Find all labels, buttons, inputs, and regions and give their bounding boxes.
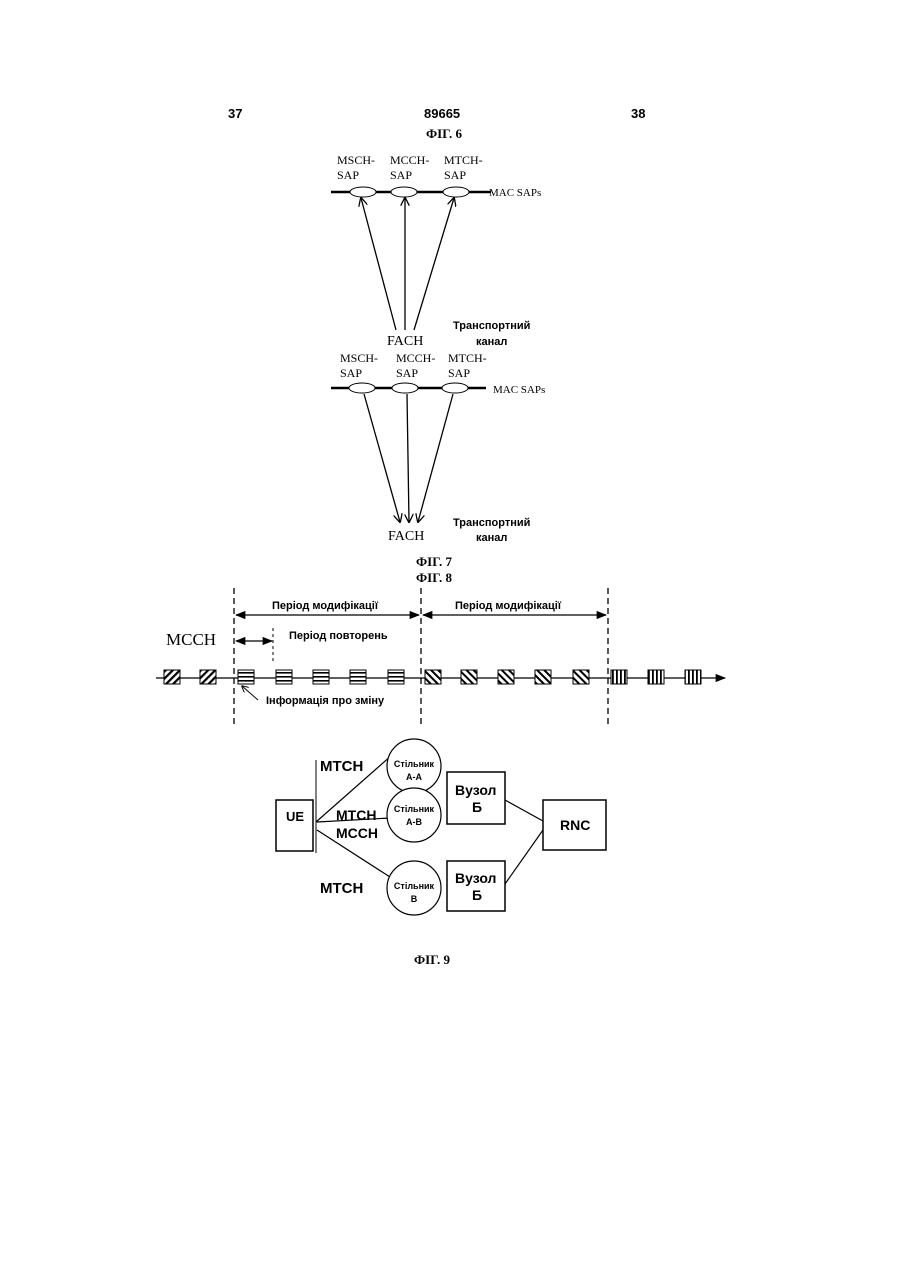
fig8-change-info-pointer [242,686,258,700]
fig8-block-old-1 [164,670,180,684]
fig8-block-old-2 [200,670,216,684]
fig7-mcch-sap-ellipse [392,383,418,393]
fig9-cell-aa-line1: Стільник [394,759,435,769]
fig8-block-new-2 [461,670,477,684]
fig8-block-next-3 [685,670,701,684]
fig9-node-top-line2: Б [472,799,482,815]
fig6-mtch-sap-ellipse [443,187,469,197]
fig7-msch-sap-line2: SAP [340,366,362,380]
fig7-mac-saps-label: MAC SAPs [493,384,545,396]
fig6-msch-sap-ellipse [350,187,376,197]
fig9-node-top-line1: Вузол [455,782,496,798]
fig8-block-new-1 [425,670,441,684]
fig8-block-next-2 [648,670,664,684]
fig7-sap-labels: MSCH- SAP MCCH- SAP MTCH- SAP [340,351,487,380]
fig6-transport-line2: канал [476,336,507,348]
fig6-arrow-mtch [414,198,454,330]
fig9-mtch-bottom: MTCH [320,880,363,897]
fig9-cell-ab-line1: Стільник [394,804,435,814]
fig9-cell-b-line2: В [411,894,418,904]
fig8-caption: ФІГ. 8 [416,570,453,585]
fig9-cell-ab-line2: А-В [406,817,422,827]
fig9-node-b-top [447,772,505,824]
fig6-mcch-sap-line1: MCCH- [390,153,429,167]
fig9-cell-b-line1: Стільник [394,881,435,891]
fig8-blocks [164,670,701,684]
fig7-arrow-msch [364,394,400,522]
fig8-block-change-2 [276,670,292,684]
fig6-mcch-sap-ellipse [391,187,417,197]
figure-9: UE MTCH MTCH MCCH MTCH Стільник А-А Стіл… [276,739,606,915]
fig9-link-node-top-rnc [505,800,543,821]
fig9-node-bottom-line2: Б [472,887,482,903]
fig8-mcch-label: MCCH [166,630,216,649]
fig9-mtch-middle: MTCH [336,807,376,823]
fig7-transport-line1: Транспортний [453,517,530,529]
fig7-msch-sap-line1: MSCH- [340,351,378,365]
figure-6: MSCH- SAP MCCH- SAP MTCH- SAP MAC SAPs F… [331,153,541,349]
fig8-block-new-5 [573,670,589,684]
fig9-cell-aa-line2: А-А [406,772,422,782]
fig9-ue-box [276,800,313,851]
fig6-mcch-sap-line2: SAP [390,168,412,182]
fig7-msch-sap-ellipse [349,383,375,393]
fig8-block-new-3 [498,670,514,684]
fig8-block-change-3 [313,670,329,684]
fig6-transport-line1: Транспортний [453,320,530,332]
fig8-mod-period-label-2: Період модифікації [455,600,562,612]
fig9-node-b-bottom [447,861,505,911]
fig8-block-next-1 [611,670,627,684]
fig8-rep-period-label: Період повторень [289,630,388,642]
fig7-transport-line2: канал [476,532,507,544]
fig7-fach-label: FACH [388,529,424,544]
fig6-arrow-msch [361,198,396,330]
fig9-caption: ФІГ. 9 [414,952,451,967]
fig6-msch-sap-line2: SAP [337,168,359,182]
fig6-sap-labels: MSCH- SAP MCCH- SAP MTCH- SAP [337,153,483,182]
fig6-mac-saps-label: MAC SAPs [489,187,541,199]
fig7-caption: ФІГ. 7 [416,554,453,569]
fig7-mcch-sap-line1: MCCH- [396,351,435,365]
figure-7: MSCH- SAP MCCH- SAP MTCH- SAP MAC SAPs F… [331,351,545,544]
fig7-mtch-sap-line2: SAP [448,366,470,380]
fig7-mtch-sap-line1: MTCH- [448,351,487,365]
figure-8: Період модифікації Період модифікації Пе… [156,588,725,728]
fig6-fach-label: FACH [387,334,423,349]
fig8-block-change-1 [238,670,254,684]
fig7-arrow-mcch [407,394,409,522]
fig6-msch-sap-line1: MSCH- [337,153,375,167]
fig8-block-change-5 [388,670,404,684]
fig8-mod-period-label-1: Період модифікації [272,600,379,612]
fig7-arrow-mtch [418,394,453,522]
fig9-rnc-label: RNC [560,817,590,833]
fig6-caption: ФІГ. 6 [426,126,462,142]
fig8-change-info-label: Інформація про зміну [266,695,385,707]
fig6-mtch-sap-line1: MTCH- [444,153,483,167]
fig9-cell-ab [387,788,441,842]
fig9-node-bottom-line1: Вузол [455,870,496,886]
fig7-mtch-sap-ellipse [442,383,468,393]
fig6-mtch-sap-line2: SAP [444,168,466,182]
fig7-mcch-sap-line2: SAP [396,366,418,380]
fig9-mcch-middle: MCCH [336,825,378,841]
fig9-mtch-top: MTCH [320,758,363,775]
fig8-block-new-4 [535,670,551,684]
fig9-link-node-bottom-rnc [505,830,543,884]
fig8-block-change-4 [350,670,366,684]
fig9-ue-label: UE [286,809,304,824]
